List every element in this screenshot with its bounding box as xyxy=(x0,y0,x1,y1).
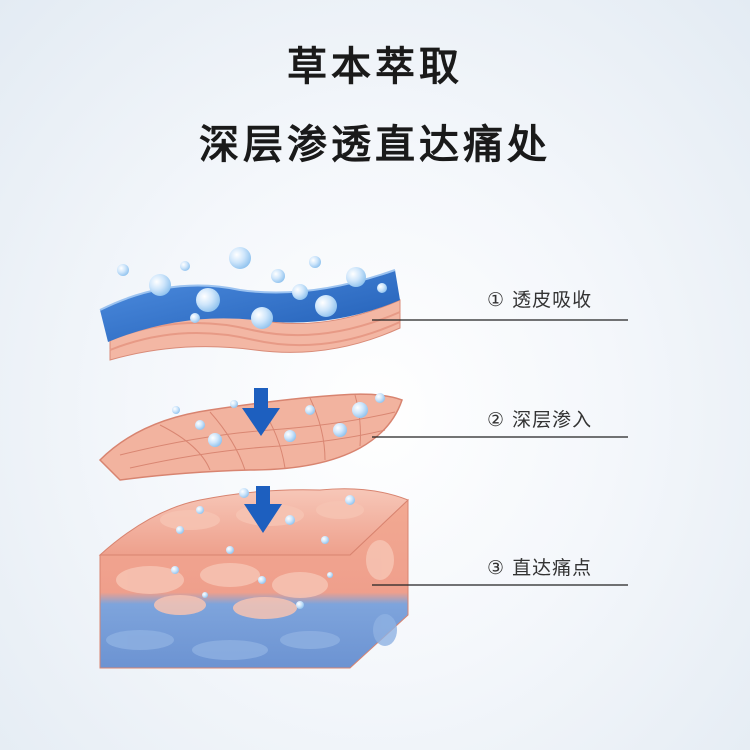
layer-label-2: ② 深层渗入 xyxy=(487,409,593,431)
leader-lines xyxy=(372,319,628,586)
main-title: 草本萃取 xyxy=(287,44,463,90)
blue-film xyxy=(100,270,400,342)
mesh-grid xyxy=(119,394,396,471)
layer-label-3: ③ 直达痛点 xyxy=(487,557,593,579)
dermis-mesh-layer xyxy=(98,393,403,481)
subtitle: 深层渗透直达痛处 xyxy=(199,122,551,168)
bubbles xyxy=(117,247,387,609)
film-edge xyxy=(99,269,396,311)
skin-surface-layer xyxy=(99,269,401,361)
skin-line xyxy=(109,321,401,351)
layer-label-1: ① 透皮吸收 xyxy=(487,289,593,311)
skin-line xyxy=(109,311,401,341)
deep-cells xyxy=(106,614,397,660)
down-arrow-icon xyxy=(242,388,280,436)
down-arrow-icon xyxy=(244,486,282,533)
